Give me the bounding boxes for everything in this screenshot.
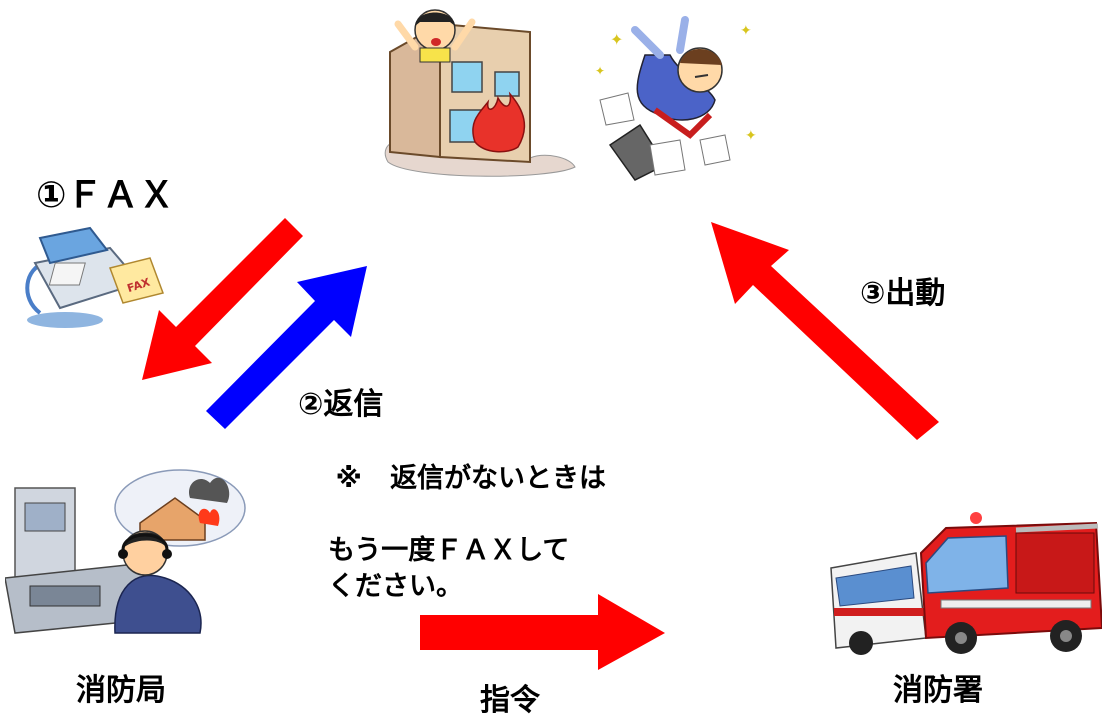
note-mark: ※ bbox=[335, 463, 362, 494]
command-label: 指令 bbox=[480, 683, 540, 718]
fire-station-label: 消防署 bbox=[893, 673, 983, 708]
reply-arrow bbox=[206, 266, 367, 429]
fire-emergency-icon bbox=[384, 9, 576, 177]
svg-text:✦: ✦ bbox=[610, 30, 623, 49]
fire-hq-label: 消防局 bbox=[76, 673, 166, 708]
note-line-2: もう一度ＦＡＸして bbox=[328, 535, 570, 566]
fax-arrow bbox=[142, 218, 303, 380]
fax-machine-icon: FAX bbox=[25, 226, 164, 328]
note-line-1: 返信がないときは bbox=[390, 463, 607, 494]
dispatch-arrow bbox=[711, 222, 939, 440]
svg-text:✦: ✦ bbox=[740, 23, 752, 39]
reply-note: ※ 返信がないときは もう一度ＦＡＸして ください。 bbox=[298, 425, 606, 605]
fire-engine-icon bbox=[830, 512, 1102, 655]
reply-step-label: ②返信 bbox=[298, 387, 384, 422]
note-line-3: ください。 bbox=[328, 571, 463, 602]
dispatch-step-label: ③出動 bbox=[860, 276, 946, 311]
dispatch-operator-icon bbox=[5, 469, 246, 634]
svg-text:✦: ✦ bbox=[745, 128, 757, 144]
svg-text:✦: ✦ bbox=[595, 64, 605, 78]
command-arrow bbox=[420, 594, 665, 670]
fallen-person-icon: ✦ ✦ ✦ ✦ bbox=[595, 16, 757, 181]
fax-step-label: ①ＦＡＸ bbox=[36, 175, 175, 216]
